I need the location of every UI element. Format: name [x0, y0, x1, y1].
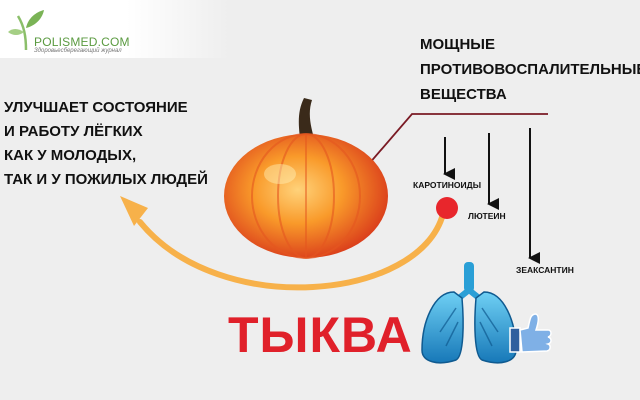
lungs-icon: [421, 262, 552, 364]
thumbs-up-icon: [509, 313, 552, 353]
substance-dot: [436, 197, 458, 219]
label-zeaxanthin: ЗЕАКСАНТИН: [516, 265, 574, 275]
logo: POLISMED.COM Здоровьесберегающий журнал: [0, 0, 230, 58]
logo-slogan: Здоровьесберегающий журнал: [34, 48, 122, 54]
logo-name: POLISMED.COM: [34, 35, 130, 49]
label-carotenoids: КАРОТИНОИДЫ: [413, 180, 482, 190]
curved-arrow-head: [120, 196, 148, 226]
substances-heading: МОЩНЫЕ ПРОТИВОВОСПАЛИТЕЛЬНЫЕ ВЕЩЕСТВА: [420, 36, 640, 103]
curved-arrow-icon: [137, 211, 446, 291]
pointer-line: [361, 113, 548, 173]
page-title: ТЫКВА: [228, 307, 413, 363]
benefit-text: УЛУЧШАЕТ СОСТОЯНИЕ И РАБОТУ ЛЁГКИХ КАК У…: [4, 99, 208, 188]
pumpkin-icon: [224, 98, 388, 259]
label-lutein: ЛЮТЕИН: [468, 211, 506, 221]
sprout-icon: [8, 10, 44, 51]
